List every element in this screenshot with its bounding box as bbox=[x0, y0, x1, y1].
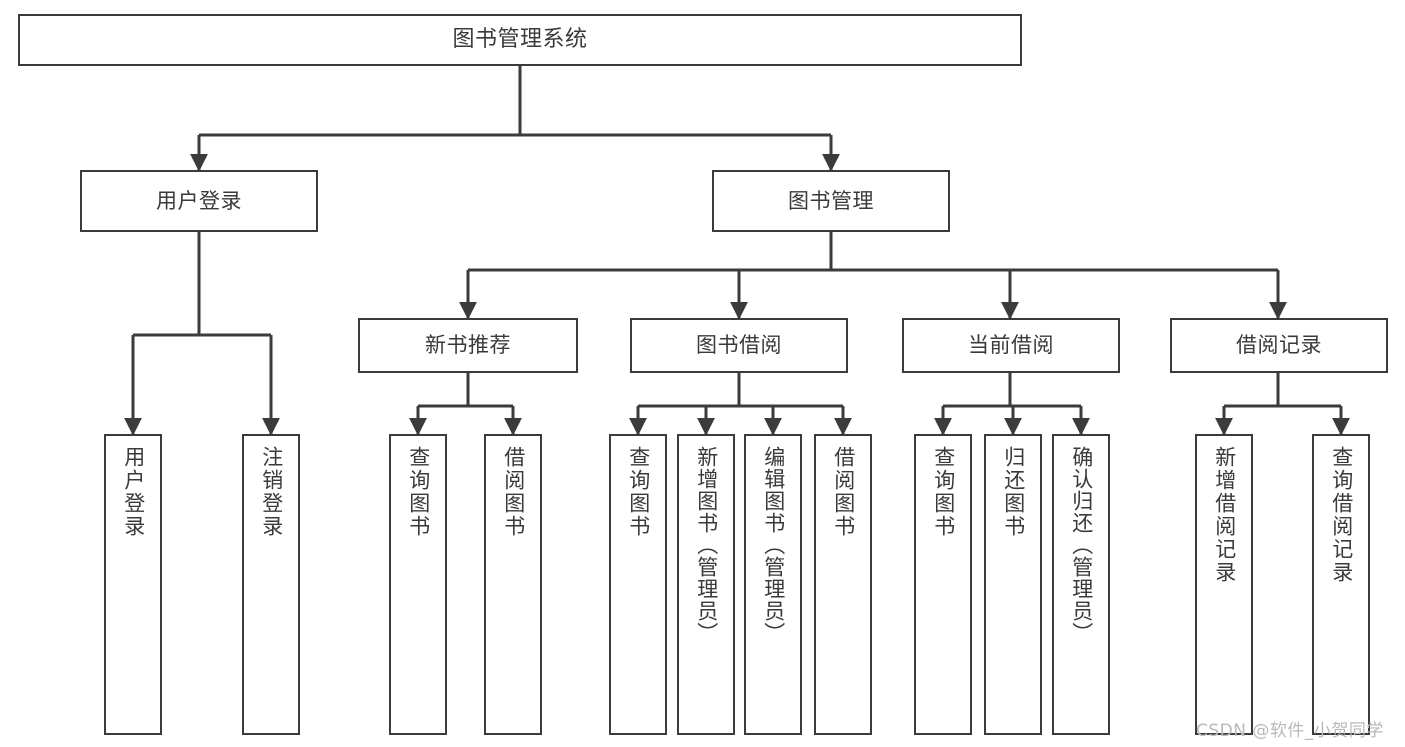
node-label: 查询借阅记录 bbox=[1329, 446, 1354, 584]
leaf-confirm-return-admin[interactable]: 确认归还（管理员） bbox=[1052, 434, 1110, 735]
node-label: 归还图书 bbox=[1001, 446, 1026, 538]
node-book-manage[interactable]: 图书管理 bbox=[712, 170, 950, 232]
node-label: 新增借阅记录 bbox=[1212, 446, 1237, 584]
node-label: 注销登录 bbox=[259, 446, 284, 538]
node-label: 用户登录 bbox=[156, 188, 242, 213]
node-label: 借阅记录 bbox=[1236, 333, 1322, 358]
node-user-login[interactable]: 用户登录 bbox=[80, 170, 318, 232]
leaf-return-book[interactable]: 归还图书 bbox=[984, 434, 1042, 735]
node-label: 借阅图书 bbox=[501, 446, 526, 538]
leaf-query-book-current[interactable]: 查询图书 bbox=[914, 434, 972, 735]
node-new-book-recommend[interactable]: 新书推荐 bbox=[358, 318, 578, 373]
leaf-query-book-new-recommend[interactable]: 查询图书 bbox=[389, 434, 447, 735]
node-borrow-record[interactable]: 借阅记录 bbox=[1170, 318, 1388, 373]
leaf-query-borrow-record[interactable]: 查询借阅记录 bbox=[1312, 434, 1370, 735]
node-label: 当前借阅 bbox=[968, 333, 1054, 358]
leaf-add-borrow-record[interactable]: 新增借阅记录 bbox=[1195, 434, 1253, 735]
leaf-edit-book-admin[interactable]: 编辑图书（管理员） bbox=[744, 434, 802, 735]
node-label: 编辑图书（管理员） bbox=[761, 446, 786, 644]
leaf-logout-login[interactable]: 注销登录 bbox=[242, 434, 300, 735]
node-label: 图书管理系统 bbox=[452, 27, 588, 53]
node-book-borrow[interactable]: 图书借阅 bbox=[630, 318, 848, 373]
node-label: 借阅图书 bbox=[831, 446, 856, 538]
node-label: 图书管理 bbox=[788, 188, 874, 213]
leaf-add-book-admin[interactable]: 新增图书（管理员） bbox=[677, 434, 735, 735]
node-label: 查询图书 bbox=[931, 446, 956, 538]
leaf-borrow-book-new-recommend[interactable]: 借阅图书 bbox=[484, 434, 542, 735]
leaf-user-login[interactable]: 用户登录 bbox=[104, 434, 162, 735]
node-label: 图书借阅 bbox=[696, 333, 782, 358]
node-label: 确认归还（管理员） bbox=[1069, 446, 1094, 644]
node-label: 查询图书 bbox=[406, 446, 431, 538]
leaf-borrow-book-borrow[interactable]: 借阅图书 bbox=[814, 434, 872, 735]
node-label: 新增图书（管理员） bbox=[694, 446, 719, 644]
node-label: 查询图书 bbox=[626, 446, 651, 538]
csdn-watermark: CSDN @软件_小贺同学 bbox=[1196, 721, 1384, 741]
node-label: 用户登录 bbox=[121, 446, 146, 538]
leaf-query-book-borrow[interactable]: 查询图书 bbox=[609, 434, 667, 735]
node-label: 新书推荐 bbox=[425, 333, 511, 358]
node-root-book-management-system[interactable]: 图书管理系统 bbox=[18, 14, 1022, 66]
node-current-borrow[interactable]: 当前借阅 bbox=[902, 318, 1120, 373]
